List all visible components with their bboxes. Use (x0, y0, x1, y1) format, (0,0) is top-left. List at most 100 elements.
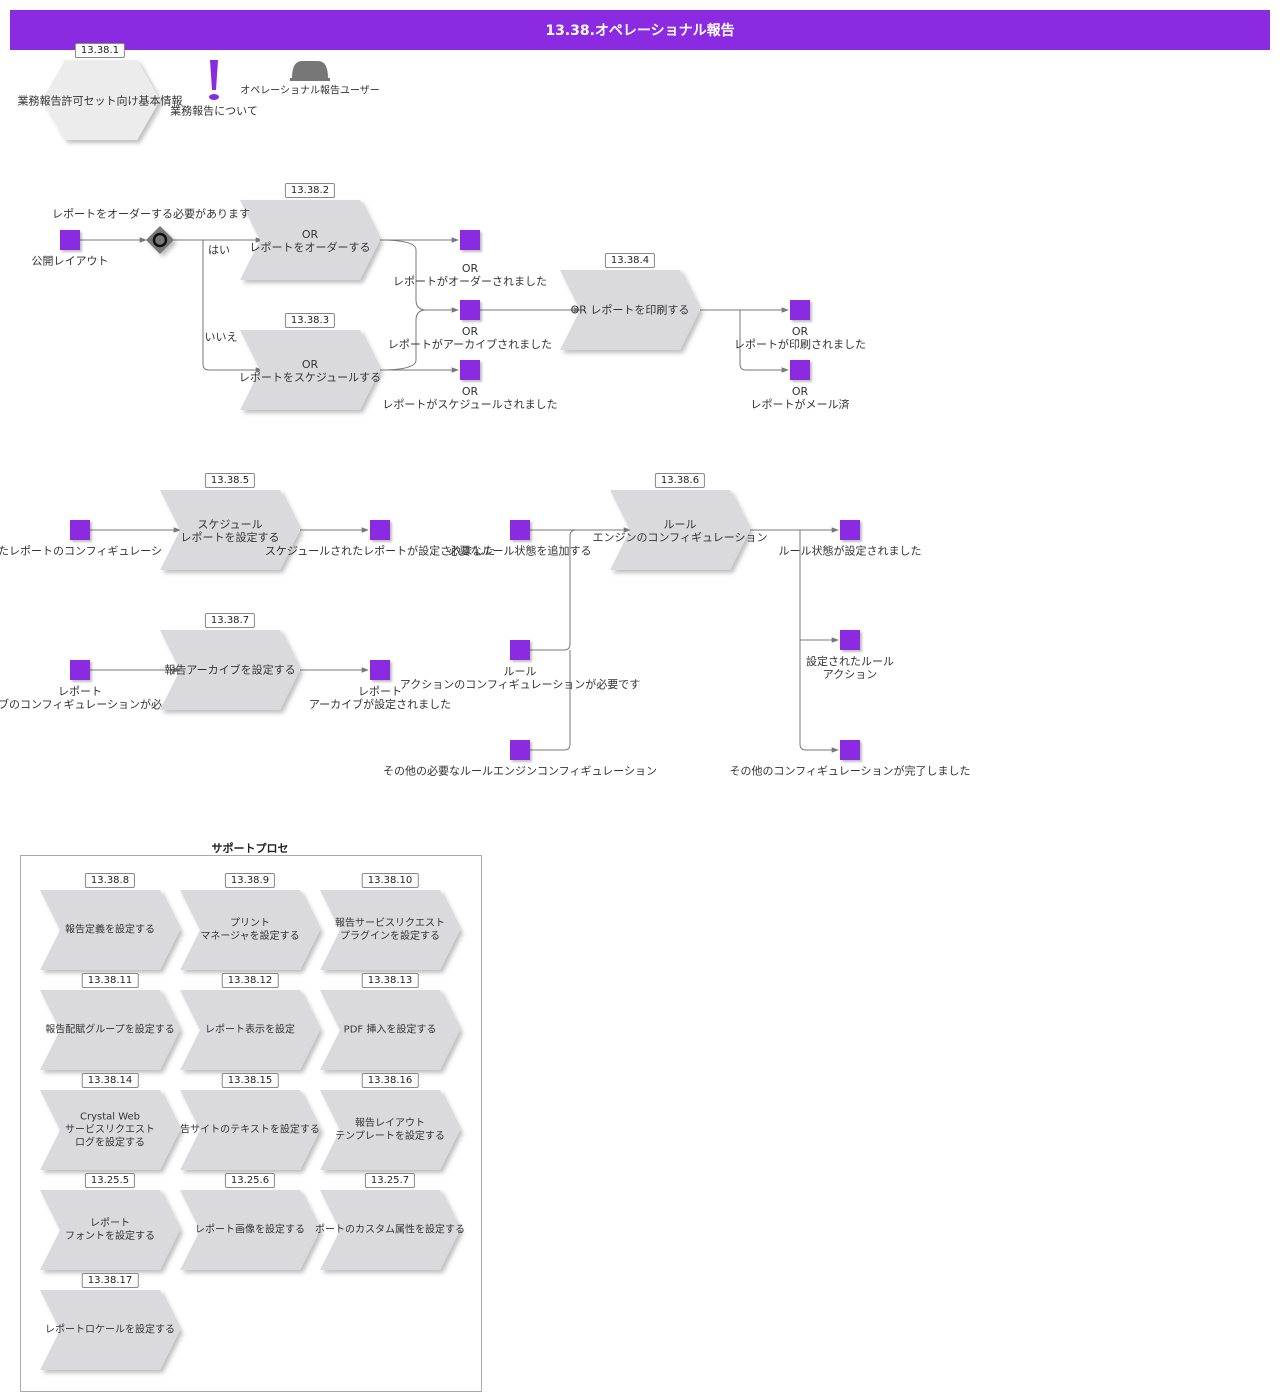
support-process-id: 13.25.5 (84, 1173, 136, 1188)
support-process-label: Crystal Web サービスリクエスト ログを設定する (65, 1111, 155, 1149)
process-print-report[interactable] (560, 270, 700, 350)
support-process-id: 13.38.10 (361, 873, 419, 888)
support-process-label: レポートロケールを設定する (45, 1324, 175, 1336)
support-process-id: 13.38.14 (81, 1073, 139, 1088)
support-process-13-38-15[interactable] (180, 1090, 320, 1170)
support-process-13-25-7[interactable] (320, 1190, 460, 1270)
event-rule-action-configured[interactable] (840, 630, 860, 650)
process-schedule-report-label: OR レポートをスケジュールする (238, 358, 382, 384)
support-process-label: 報告定義を設定する (65, 924, 155, 936)
event-rule-state-configured[interactable] (840, 520, 860, 540)
support-process-13-38-14[interactable] (40, 1090, 180, 1170)
support-process-13-38-16[interactable] (320, 1090, 460, 1170)
support-process-label: 報告レイアウト テンプレートを設定する (335, 1118, 445, 1142)
process-rule-engine-config-label: ルール エンジンのコンフィギュレーション (592, 518, 768, 544)
process-order-report[interactable] (240, 200, 380, 280)
support-processes-title: サポートプロセ (211, 842, 289, 855)
support-process-13-38-12[interactable] (180, 990, 320, 1070)
role-label: オペレーショナル報告ユーザー (240, 85, 380, 97)
process-13-38-4-id: 13.38.4 (604, 253, 656, 268)
event-rule-action-config-required-label: ルール アクションのコンフィギュレーションが必要です (399, 665, 641, 691)
process-configure-archive[interactable] (160, 630, 300, 710)
event-report-ordered-label: OR レポートがオーダーされました (393, 262, 547, 288)
event-report-scheduled-label: OR レポートがスケジュールされました (382, 385, 558, 411)
event-schedule-configured[interactable] (370, 520, 390, 540)
support-process-id: 13.38.8 (84, 873, 136, 888)
support-process-label: 告サイトのテキストを設定する (180, 1124, 320, 1136)
event-rule-state-configured-label: ルール状態が設定されました (778, 544, 922, 558)
support-process-13-38-10[interactable] (320, 890, 460, 970)
event-other-config-done-label: その他のコンフィギュレーションが完了しました (729, 764, 971, 778)
event-public-layout[interactable] (60, 230, 80, 250)
event-archive-configured[interactable] (370, 660, 390, 680)
event-archive-configured-label: レポート アーカイブが設定されました (308, 685, 452, 711)
support-process-label: 報告配賦グループを設定する (45, 1024, 175, 1036)
event-report-ordered[interactable] (460, 230, 480, 250)
event-report-printed[interactable] (790, 300, 810, 320)
support-process-label: レポート フォントを設定する (65, 1218, 155, 1242)
support-process-id: 13.38.13 (361, 973, 419, 988)
xor-gateway[interactable] (146, 226, 174, 254)
support-process-label: ポートのカスタム属性を設定する (315, 1224, 465, 1236)
event-report-printed-label: OR レポートが印刷されました (734, 325, 866, 351)
support-process-id: 13.38.9 (224, 873, 276, 888)
event-schedule-configured-label: スケジュールされたレポートが設定されました (264, 544, 496, 558)
diagram-title: 13.38.オペレーショナル報告 (10, 10, 1270, 50)
event-report-archived-label: OR レポートがアーカイブされました (387, 325, 553, 351)
support-process-id: 13.38.15 (221, 1073, 279, 1088)
event-schedule-config-required-label: たレポートのコンフィギュレーシ (0, 544, 163, 558)
event-other-config-done[interactable] (840, 740, 860, 760)
support-processes-frame (20, 855, 482, 1392)
support-process-13-25-6[interactable] (180, 1190, 320, 1270)
gateway-question-label: レポートをオーダーする必要があります (52, 207, 250, 221)
event-report-scheduled[interactable] (460, 360, 480, 380)
event-rule-action-config-required[interactable] (510, 640, 530, 660)
support-process-label: PDF 挿入を設定する (343, 1024, 437, 1036)
no-label: いいえ (204, 330, 238, 344)
event-report-archived[interactable] (460, 300, 480, 320)
process-13-38-3-id: 13.38.3 (284, 313, 336, 328)
support-process-id: 13.25.7 (364, 1173, 416, 1188)
event-public-layout-label: 公開レイアウト (31, 254, 109, 268)
support-process-13-25-5[interactable] (40, 1190, 180, 1270)
hexagon-id: 13.38.1 (74, 43, 126, 58)
process-configure-archive-label: 報告アーカイブを設定する (164, 663, 296, 677)
process-schedule-report[interactable] (240, 330, 380, 410)
support-process-label: プリント マネージャを設定する (200, 918, 300, 942)
support-process-id: 13.38.11 (81, 973, 139, 988)
event-other-rule-config-required-label: その他の必要なルールエンジンコンフィギュレーション (382, 764, 658, 778)
support-process-id: 13.38.17 (81, 1273, 139, 1288)
event-add-rule-state[interactable] (510, 520, 530, 540)
user-role-icon (290, 61, 330, 81)
support-process-13-38-11[interactable] (40, 990, 180, 1070)
event-add-rule-state-label: 必要なルール状態を追加する (448, 544, 592, 558)
process-13-38-2-id: 13.38.2 (284, 183, 336, 198)
note-label: 業務報告について (170, 104, 258, 118)
process-order-report-label: OR レポートをオーダーする (249, 228, 371, 254)
yes-label: はい (208, 243, 230, 257)
event-report-mailed-label: OR レポートがメール済 (750, 385, 850, 411)
process-rule-engine-config[interactable] (610, 490, 750, 570)
event-rule-action-configured-label: 設定されたルール アクション (806, 655, 894, 681)
event-other-rule-config-required[interactable] (510, 740, 530, 760)
process-print-report-label: OR レポートを印刷する (570, 303, 690, 317)
event-archive-config-required-label: レポート ブのコンフィギュレーションが必 (0, 685, 163, 711)
process-13-38-6-id: 13.38.6 (654, 473, 706, 488)
support-process-13-38-9[interactable] (180, 890, 320, 970)
support-process-id: 13.38.16 (361, 1073, 419, 1088)
process-configure-schedule-label: スケジュール レポートを設定する (180, 518, 280, 544)
process-13-38-7-id: 13.38.7 (204, 613, 256, 628)
support-process-13-38-13[interactable] (320, 990, 460, 1070)
support-process-13-38-17[interactable] (40, 1290, 180, 1370)
support-process-id: 13.25.6 (224, 1173, 276, 1188)
hexagon-label: 業務報告許可セット向け基本情報 (17, 94, 183, 108)
basic-info-hexagon[interactable] (42, 60, 160, 140)
exclamation-icon (209, 60, 219, 100)
event-archive-config-required[interactable] (70, 660, 90, 680)
support-process-label: レポート画像を設定する (195, 1224, 305, 1236)
process-configure-schedule[interactable] (160, 490, 300, 570)
event-schedule-config-required[interactable] (70, 520, 90, 540)
support-process-13-38-8[interactable] (40, 890, 180, 970)
event-report-mailed[interactable] (790, 360, 810, 380)
